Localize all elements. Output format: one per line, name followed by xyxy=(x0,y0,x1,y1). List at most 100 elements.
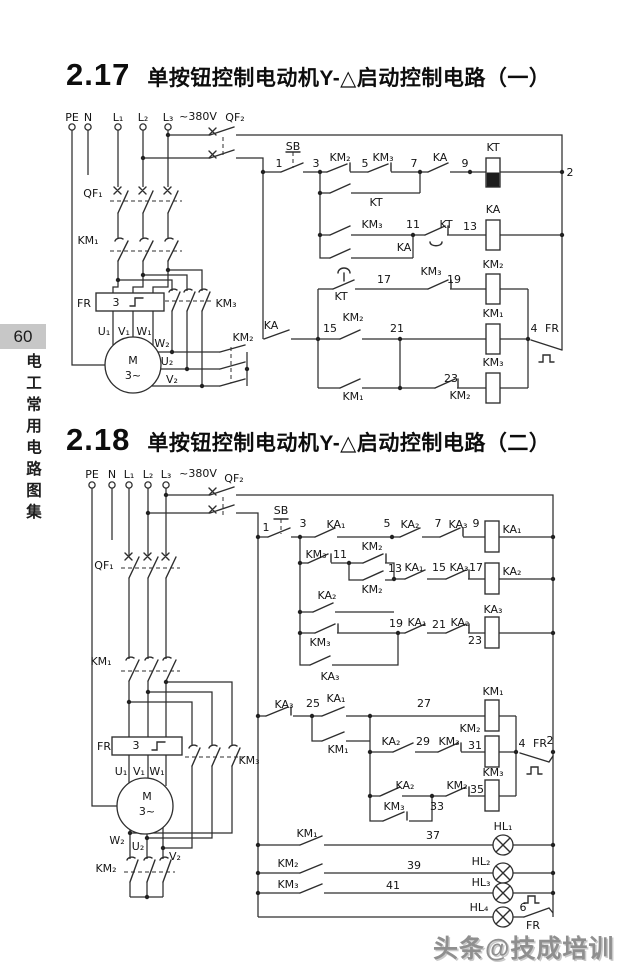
thermal-element-icon xyxy=(129,297,144,307)
svg-text:U₁: U₁ xyxy=(115,765,127,778)
supply-terminals xyxy=(88,481,170,489)
svg-text:KM₂: KM₂ xyxy=(459,722,480,735)
svg-text:9: 9 xyxy=(462,157,469,170)
svg-text:L₂: L₂ xyxy=(143,468,154,481)
supply-terminals xyxy=(68,123,172,131)
svg-text:KM₂: KM₂ xyxy=(342,311,363,324)
svg-text:KM₂: KM₂ xyxy=(482,258,503,271)
svg-text:M: M xyxy=(128,354,138,367)
hl1-lamp xyxy=(492,834,514,856)
svg-text:3: 3 xyxy=(133,739,140,752)
control-contacts xyxy=(265,527,470,894)
svg-text:15: 15 xyxy=(323,322,337,335)
svg-text:5: 5 xyxy=(384,517,391,530)
svg-text:21: 21 xyxy=(432,618,446,631)
svg-text:KA: KA xyxy=(433,151,448,164)
svg-text:19: 19 xyxy=(389,617,403,630)
km3-coil xyxy=(485,372,501,404)
svg-text:L₁: L₁ xyxy=(124,468,135,481)
section-heading-218: 2.18 单按钮控制电动机Y-△启动控制电路（二） xyxy=(66,422,550,458)
kt-coil xyxy=(485,157,501,188)
svg-text:KM₃: KM₃ xyxy=(383,800,404,813)
svg-text:U₂: U₂ xyxy=(161,355,173,368)
svg-text:L₁: L₁ xyxy=(113,111,124,124)
svg-text:L₃: L₃ xyxy=(161,468,172,481)
km2-coil xyxy=(485,273,501,305)
fr-trip-contact xyxy=(519,752,554,775)
svg-text:KM₃: KM₃ xyxy=(420,265,441,278)
svg-text:SB: SB xyxy=(274,504,289,517)
svg-text:KM₁: KM₁ xyxy=(77,234,98,247)
svg-text:19: 19 xyxy=(447,273,461,286)
svg-text:KA₂: KA₂ xyxy=(503,565,522,578)
svg-text:9: 9 xyxy=(473,517,480,530)
svg-text:KA₁: KA₁ xyxy=(327,692,346,705)
svg-text:W₁: W₁ xyxy=(149,765,164,778)
control-wires xyxy=(262,171,562,389)
motor xyxy=(116,777,174,835)
svg-text:KM₃: KM₃ xyxy=(438,735,459,748)
svg-text:KM₁: KM₁ xyxy=(90,655,111,668)
svg-text:KA₃: KA₃ xyxy=(450,561,469,574)
svg-text:13: 13 xyxy=(388,562,402,575)
svg-text:2: 2 xyxy=(547,734,554,747)
book-title-vertical: 电工常用电路图集 xyxy=(24,353,41,525)
svg-text:M: M xyxy=(142,790,152,803)
svg-text:23: 23 xyxy=(444,372,458,385)
svg-text:KM₁: KM₁ xyxy=(482,307,503,320)
svg-text:3: 3 xyxy=(313,157,320,170)
svg-text:KA₁: KA₁ xyxy=(405,561,424,574)
svg-text:23: 23 xyxy=(468,634,482,647)
km1-coil xyxy=(485,323,501,355)
section-number: 2.18 xyxy=(66,422,131,457)
svg-text:KA₃: KA₃ xyxy=(484,603,503,616)
svg-text:FR: FR xyxy=(97,740,111,753)
ka1-coil xyxy=(484,520,500,553)
svg-text:V₂: V₂ xyxy=(166,373,178,386)
svg-text:3: 3 xyxy=(300,517,307,530)
svg-text:KM₁: KM₁ xyxy=(296,827,317,840)
svg-text:KM₂: KM₂ xyxy=(446,779,467,792)
svg-text:N: N xyxy=(108,468,116,481)
svg-text:QF₂: QF₂ xyxy=(225,111,244,124)
svg-text:3~: 3~ xyxy=(125,369,141,382)
svg-text:KM₃: KM₃ xyxy=(482,356,503,369)
page-number: 60 xyxy=(0,324,46,349)
svg-text:KT: KT xyxy=(334,290,347,303)
svg-text:V₁: V₁ xyxy=(118,325,130,338)
svg-text:KM₂: KM₂ xyxy=(361,540,382,553)
ka3-coil xyxy=(484,616,500,649)
svg-text:KA₁: KA₁ xyxy=(408,616,427,629)
svg-text:U₁: U₁ xyxy=(98,325,110,338)
svg-text:KA₂: KA₂ xyxy=(382,735,401,748)
fr-overload-relay xyxy=(111,736,183,756)
km2-star-contacts xyxy=(219,344,246,387)
svg-text:V₁: V₁ xyxy=(133,765,145,778)
svg-text:41: 41 xyxy=(386,879,400,892)
svg-text:1: 1 xyxy=(276,157,283,170)
junction-dots xyxy=(115,132,565,391)
svg-text:KM₃: KM₃ xyxy=(309,636,330,649)
svg-text:HL₂: HL₂ xyxy=(472,855,491,868)
svg-text:11: 11 xyxy=(406,218,420,231)
svg-text:KA: KA xyxy=(486,203,501,216)
hl3-lamp xyxy=(492,882,514,904)
svg-text:W₁: W₁ xyxy=(136,325,151,338)
svg-text:11: 11 xyxy=(333,548,347,561)
km3-main-contacts xyxy=(185,744,244,767)
svg-text:QF₂: QF₂ xyxy=(224,472,243,485)
svg-text:3~: 3~ xyxy=(139,805,155,818)
svg-text:15: 15 xyxy=(432,561,446,574)
svg-text:29: 29 xyxy=(416,735,430,748)
svg-text:KA: KA xyxy=(264,319,279,332)
svg-text:FR: FR xyxy=(545,322,559,335)
svg-text:KM₂: KM₂ xyxy=(232,331,253,344)
svg-text:4: 4 xyxy=(519,737,526,750)
svg-text:KT: KT xyxy=(439,218,452,231)
svg-text:31: 31 xyxy=(468,739,482,752)
svg-text:KM₂: KM₂ xyxy=(95,862,116,875)
svg-text:6: 6 xyxy=(520,901,527,914)
svg-text:35: 35 xyxy=(470,783,484,796)
